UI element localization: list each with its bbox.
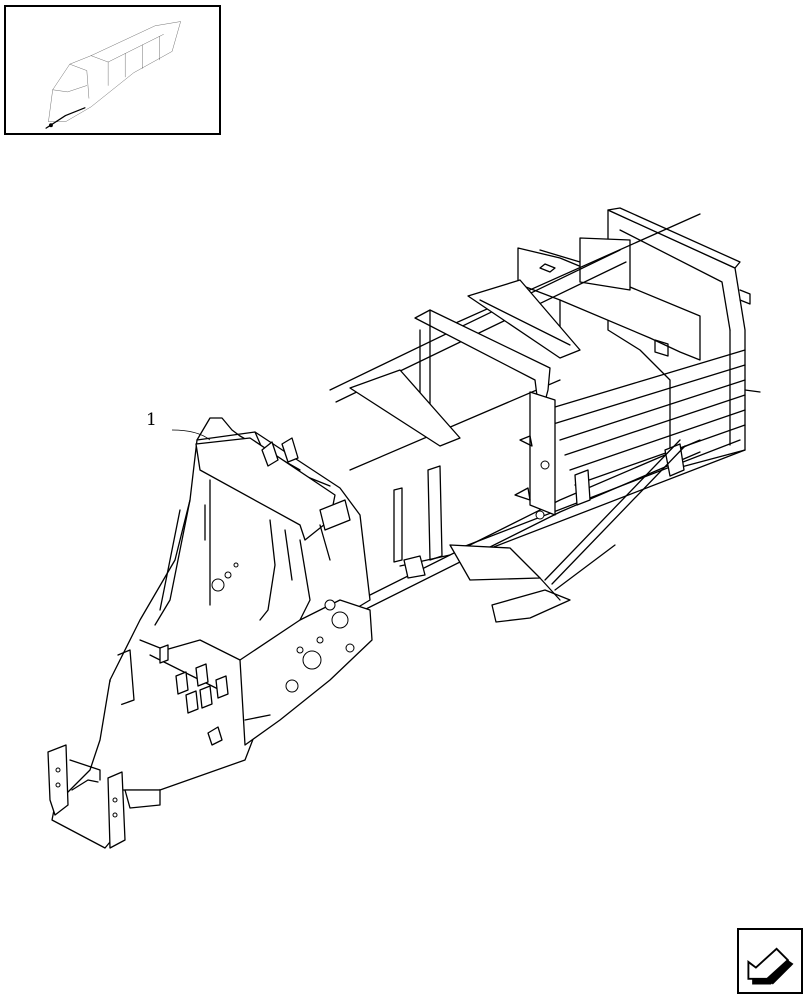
front-drawbar-assembly (47, 417, 373, 849)
overview-thumbnail-icon (45, 21, 181, 129)
navigation-arrow-button[interactable] (737, 928, 803, 994)
callout-1-leader (171, 429, 211, 441)
rear-frame-assembly (517, 207, 761, 471)
side-rails (329, 213, 746, 613)
overview-thumbnail[interactable] (4, 5, 221, 135)
lower-support (399, 439, 686, 623)
callout-1-label[interactable]: 1 (146, 410, 157, 430)
navigation-arrow-icon (747, 947, 794, 985)
